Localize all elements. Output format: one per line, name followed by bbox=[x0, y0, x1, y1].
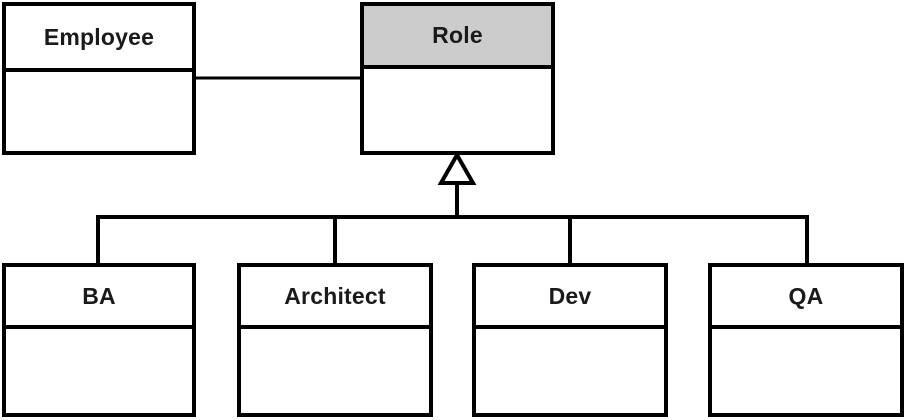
uml-class-qa[interactable]: QA bbox=[708, 263, 904, 417]
uml-class-architect-header: Architect bbox=[241, 267, 429, 329]
uml-class-architect-name: Architect bbox=[284, 282, 386, 309]
uml-class-dev-name: Dev bbox=[548, 282, 592, 309]
uml-class-architect[interactable]: Architect bbox=[237, 263, 433, 417]
uml-class-employee-header: Employee bbox=[6, 6, 192, 72]
uml-class-role-attributes-compartment bbox=[364, 69, 551, 151]
uml-class-role-header: Role bbox=[364, 6, 551, 69]
uml-class-ba-header: BA bbox=[6, 267, 192, 329]
uml-class-architect-attributes-compartment bbox=[241, 329, 429, 413]
uml-class-employee[interactable]: Employee bbox=[2, 2, 196, 155]
uml-class-dev[interactable]: Dev bbox=[472, 263, 668, 417]
uml-class-employee-attributes-compartment bbox=[6, 72, 192, 151]
uml-class-qa-name: QA bbox=[788, 282, 824, 309]
generalization-hollow-triangle-icon bbox=[437, 150, 477, 185]
uml-class-ba[interactable]: BA bbox=[2, 263, 196, 417]
uml-class-ba-attributes-compartment bbox=[6, 329, 192, 413]
uml-class-qa-attributes-compartment bbox=[712, 329, 900, 413]
uml-class-qa-header: QA bbox=[712, 267, 900, 329]
uml-class-dev-header: Dev bbox=[476, 267, 664, 329]
uml-class-dev-attributes-compartment bbox=[476, 329, 664, 413]
uml-class-role[interactable]: Role bbox=[360, 2, 555, 155]
uml-class-role-name: Role bbox=[432, 22, 483, 48]
uml-class-ba-name: BA bbox=[82, 282, 116, 309]
uml-class-employee-name: Employee bbox=[43, 23, 155, 50]
